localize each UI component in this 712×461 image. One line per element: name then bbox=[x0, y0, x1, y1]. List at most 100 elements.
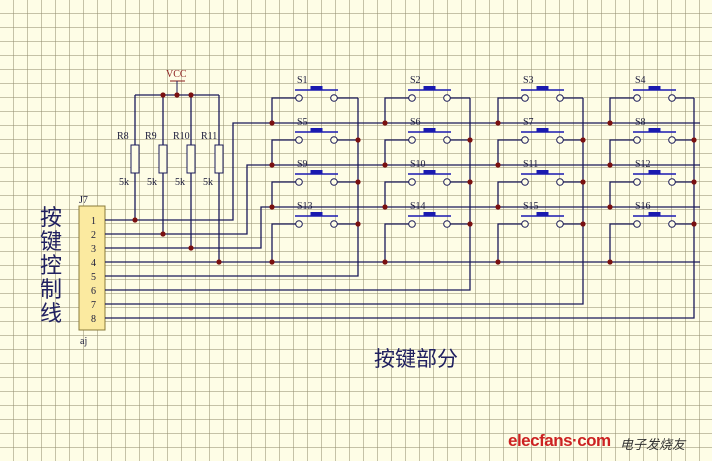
switch-button-cap bbox=[536, 212, 549, 216]
switch-button-cap bbox=[648, 212, 661, 216]
push-button-switch[interactable]: S5 bbox=[295, 117, 338, 144]
switch-label: S5 bbox=[297, 117, 308, 128]
switch-button-cap bbox=[648, 86, 661, 90]
switch-button-cap bbox=[310, 86, 323, 90]
watermark-chinese: 电子发烧友 bbox=[620, 438, 686, 453]
switch-label: S12 bbox=[635, 159, 651, 170]
column-bus-1 bbox=[105, 98, 359, 277]
junction-dot bbox=[382, 204, 388, 210]
push-button-switch[interactable]: S14 bbox=[408, 201, 451, 228]
switch-terminal-left bbox=[408, 136, 416, 144]
switch-row-lead bbox=[497, 223, 522, 262]
connector-pin-label: 1 bbox=[91, 216, 96, 227]
junction-dot bbox=[495, 162, 501, 168]
switch-label: S10 bbox=[410, 159, 426, 170]
junction-dot bbox=[691, 137, 697, 143]
switch-terminal-right bbox=[443, 178, 451, 186]
push-button-switch[interactable]: S1 bbox=[295, 75, 338, 102]
switch-button-cap bbox=[423, 170, 436, 174]
watermark-logo: elecfans·com bbox=[508, 431, 611, 451]
resistor-value: 5k bbox=[175, 177, 185, 188]
junction-dot bbox=[607, 162, 613, 168]
vertical-title-char: 制 bbox=[40, 278, 62, 303]
push-button-switch[interactable]: S9 bbox=[295, 159, 338, 186]
switch-label: S13 bbox=[297, 201, 313, 212]
push-button-switch[interactable]: S3 bbox=[521, 75, 564, 102]
switch-button-cap bbox=[536, 170, 549, 174]
connector-pin-label: 3 bbox=[91, 244, 96, 255]
switch-terminal-left bbox=[408, 220, 416, 228]
switch-terminal-right bbox=[443, 136, 451, 144]
switch-terminal-left bbox=[295, 94, 303, 102]
junction-dot bbox=[382, 120, 388, 126]
switch-label: S8 bbox=[635, 117, 646, 128]
push-button-switch[interactable]: S11 bbox=[521, 159, 564, 186]
resistor-designator: R10 bbox=[173, 131, 190, 142]
switch-terminal-right bbox=[668, 94, 676, 102]
switch-terminal-right bbox=[330, 94, 338, 102]
switch-label: S11 bbox=[523, 159, 538, 170]
vertical-title-char: 键 bbox=[40, 230, 62, 255]
switch-terminal-left bbox=[521, 136, 529, 144]
connector-footprint: aj bbox=[80, 336, 87, 347]
section-title: 按键部分 bbox=[374, 347, 458, 371]
push-button-switch[interactable]: S10 bbox=[408, 159, 451, 186]
switch-terminal-left bbox=[408, 94, 416, 102]
push-button-switch[interactable]: S13 bbox=[295, 201, 338, 228]
switch-label: S2 bbox=[410, 75, 421, 86]
junction-dot bbox=[580, 221, 586, 227]
switch-terminal-left bbox=[408, 178, 416, 186]
wires bbox=[105, 94, 700, 319]
resistor-designator: R9 bbox=[145, 131, 157, 142]
vertical-title-char: 控 bbox=[40, 254, 62, 279]
junction-dot bbox=[580, 137, 586, 143]
junction-dot bbox=[495, 204, 501, 210]
switch-label: S15 bbox=[523, 201, 539, 212]
row-line-3 bbox=[105, 206, 700, 249]
push-button-switch[interactable]: S4 bbox=[633, 75, 676, 102]
push-button-switch[interactable]: S15 bbox=[521, 201, 564, 228]
switch-button-cap bbox=[536, 128, 549, 132]
push-button-switch[interactable]: S7 bbox=[521, 117, 564, 144]
switch-button-cap bbox=[310, 170, 323, 174]
junction-dot bbox=[355, 179, 361, 185]
switch-terminal-left bbox=[295, 136, 303, 144]
push-button-switch[interactable]: S12 bbox=[633, 159, 676, 186]
switch-row-lead bbox=[384, 139, 409, 165]
connector-pin-label: 2 bbox=[91, 230, 96, 241]
row-line-2 bbox=[105, 164, 700, 235]
switch-terminal-left bbox=[295, 220, 303, 228]
switch-terminal-right bbox=[556, 220, 564, 228]
switch-row-lead bbox=[271, 139, 296, 165]
junction-dot bbox=[607, 120, 613, 126]
row-line-1 bbox=[105, 122, 700, 221]
switch-terminal-right bbox=[330, 178, 338, 186]
switch-button-cap bbox=[423, 86, 436, 90]
switch-terminal-right bbox=[443, 220, 451, 228]
switch-terminal-left bbox=[521, 178, 529, 186]
junction-dot bbox=[188, 92, 194, 98]
junction-dot bbox=[269, 162, 275, 168]
junction-dot bbox=[607, 204, 613, 210]
resistor-body bbox=[158, 144, 168, 174]
push-button-switch[interactable]: S2 bbox=[408, 75, 451, 102]
push-button-switch[interactable]: S16 bbox=[633, 201, 676, 228]
watermark-tld: com bbox=[577, 431, 611, 450]
resistor-value: 5k bbox=[203, 177, 213, 188]
vertical-title-char: 按 bbox=[40, 206, 62, 231]
switch-terminal-right bbox=[668, 178, 676, 186]
column-bus-4 bbox=[105, 98, 695, 319]
junction-dot bbox=[691, 221, 697, 227]
junctions bbox=[132, 92, 697, 265]
switch-label: S14 bbox=[410, 201, 426, 212]
resistor-value: 5k bbox=[119, 177, 129, 188]
connector-body[interactable] bbox=[78, 205, 106, 331]
switch-label: S16 bbox=[635, 201, 651, 212]
junction-dot bbox=[174, 92, 180, 98]
push-button-switch[interactable]: S6 bbox=[408, 117, 451, 144]
junction-dot bbox=[355, 137, 361, 143]
push-button-switch[interactable]: S8 bbox=[633, 117, 676, 144]
